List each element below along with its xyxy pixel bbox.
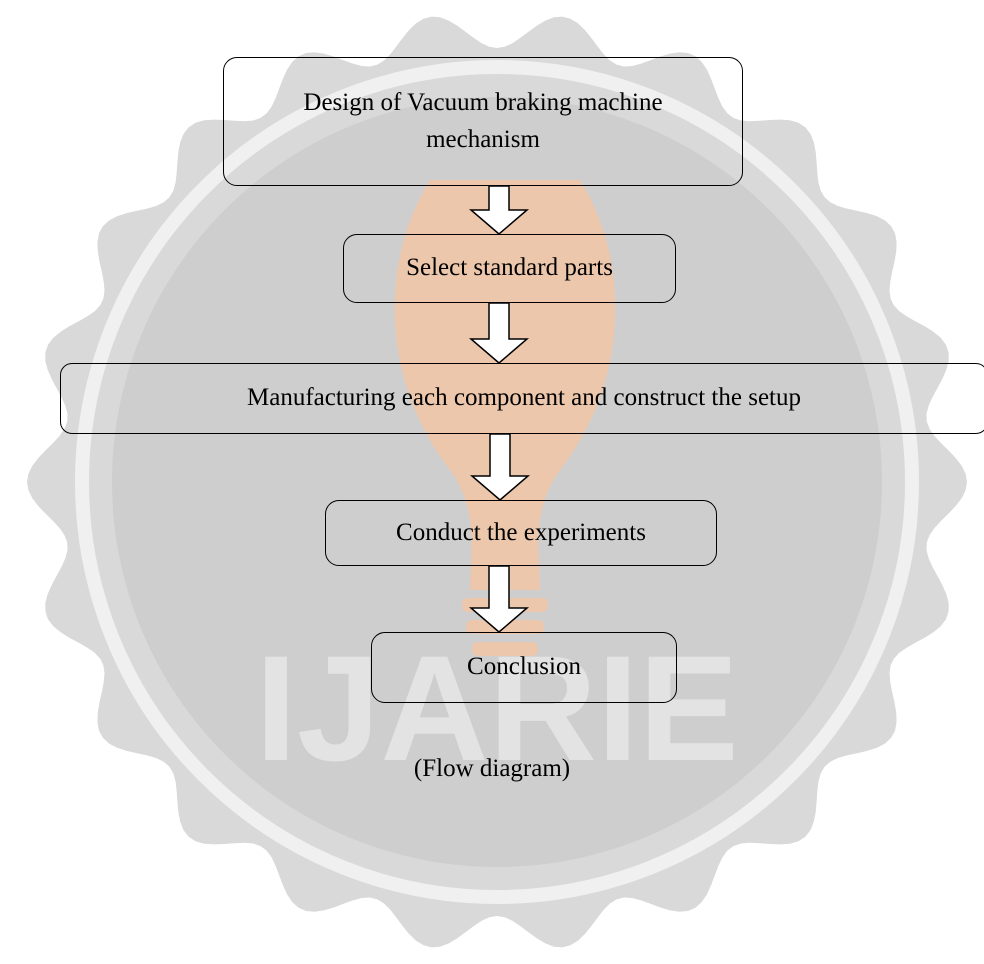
flow-step-experiments: Conduct the experiments xyxy=(325,500,717,566)
arrow-n2-to-n3 xyxy=(468,302,530,364)
arrow-n3-to-n4 xyxy=(469,433,531,501)
flow-step-label: Conduct the experiments xyxy=(396,518,646,546)
flow-step-label: Select standard parts xyxy=(406,254,613,282)
arrow-n1-to-n2 xyxy=(468,185,530,235)
flow-step-design: Design of Vacuum braking machine mechani… xyxy=(223,57,743,186)
watermark-text: IJARIE xyxy=(255,624,738,792)
lightbulb-icon xyxy=(394,180,616,656)
flow-step-design-line-1: Design of Vacuum braking machine xyxy=(303,89,663,117)
arrow-n4-to-n5 xyxy=(468,565,530,633)
flow-step-label: Manufacturing each component and constru… xyxy=(247,384,801,412)
flow-step-label: Conclusion xyxy=(467,653,581,681)
diagram-caption: (Flow diagram) xyxy=(413,755,571,782)
flow-step-select-parts: Select standard parts xyxy=(343,234,676,303)
flow-step-manufacturing: Manufacturing each component and constru… xyxy=(60,363,984,434)
seal-inner-ring xyxy=(75,60,919,904)
flow-step-conclusion: Conclusion xyxy=(371,632,677,703)
flow-step-design-line-2: mechanism xyxy=(426,125,540,153)
